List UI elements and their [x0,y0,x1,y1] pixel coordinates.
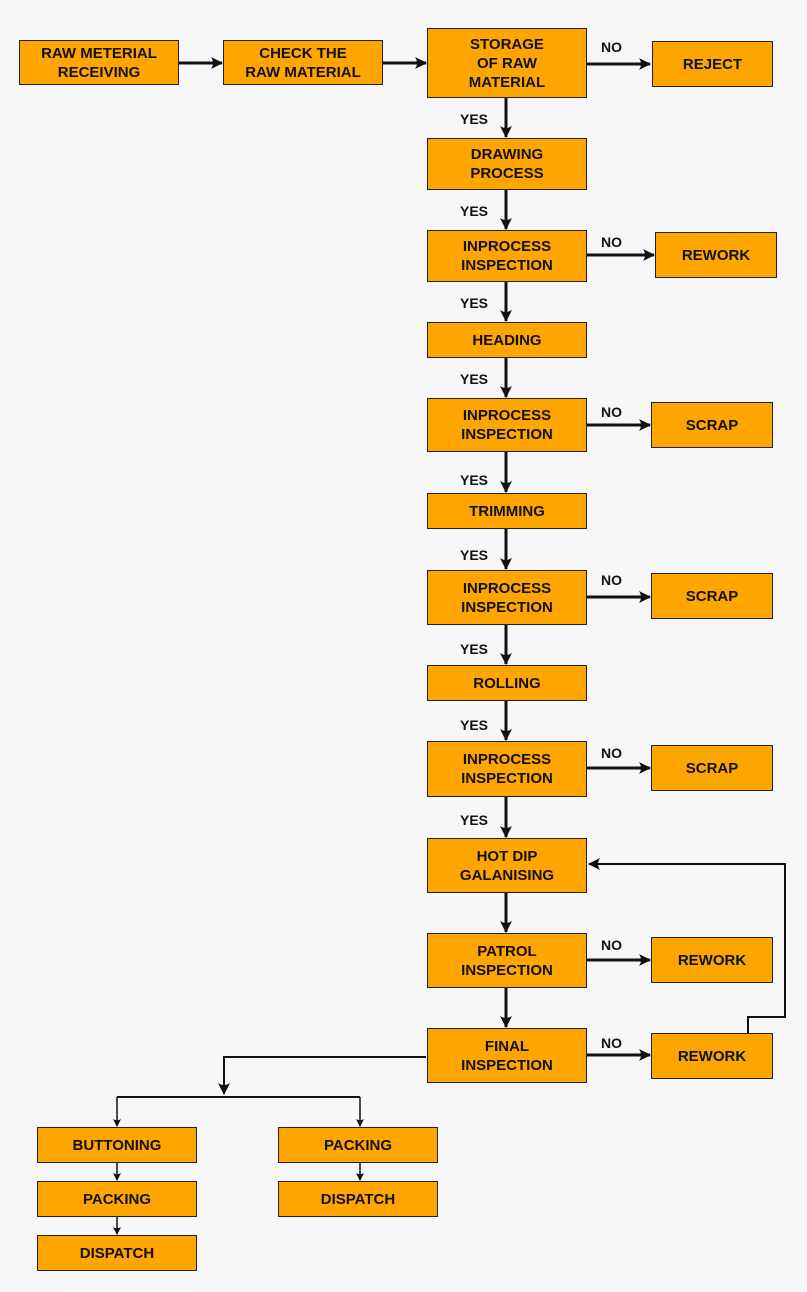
step-raw-material-receiving: RAW METERIAL RECEIVING [19,40,179,85]
no-label-inspection-4: NO [601,745,622,761]
step-packing-right: PACKING [278,1127,438,1163]
yes-label-drawing: YES [460,203,489,219]
yes-label-storage: YES [460,111,489,127]
yes-label-inspection-2: YES [460,472,489,488]
step-inprocess-inspection-3: INPROCESS INSPECTION [427,570,587,625]
step-inprocess-inspection-2: INPROCESS INSPECTION [427,398,587,452]
step-rework-1: REWORK [655,232,777,278]
step-dispatch-right: DISPATCH [278,1181,438,1217]
step-scrap-2: SCRAP [651,573,773,619]
step-rolling: ROLLING [427,665,587,701]
step-patrol-inspection: PATROL INSPECTION [427,933,587,988]
step-packing-left: PACKING [37,1181,197,1217]
step-dispatch-left: DISPATCH [37,1235,197,1271]
no-label-inspection-1: NO [601,234,622,250]
step-final-inspection: FINAL INSPECTION [427,1028,587,1083]
arrow-rework3-loop-to-hotdip [588,858,786,1033]
yes-label-inspection-1: YES [460,295,489,311]
no-label-inspection-2: NO [601,404,622,420]
step-heading: HEADING [427,322,587,358]
no-label-storage: NO [601,39,622,55]
step-scrap-1: SCRAP [651,402,773,448]
no-label-final: NO [601,1035,622,1051]
yes-label-heading: YES [460,371,489,387]
no-label-patrol: NO [601,937,622,953]
step-buttoning: BUTTONING [37,1127,197,1163]
step-check-raw-material: CHECK THE RAW MATERIAL [223,40,383,85]
step-scrap-3: SCRAP [651,745,773,791]
arrow-final-to-split [218,1056,426,1095]
yes-label-rolling: YES [460,717,489,733]
no-label-inspection-3: NO [601,572,622,588]
step-rework-2: REWORK [651,937,773,983]
step-inprocess-inspection-1: INPROCESS INSPECTION [427,230,587,282]
step-hot-dip-galvanising: HOT DIP GALANISING [427,838,587,893]
step-drawing-process: DRAWING PROCESS [427,138,587,190]
yes-label-inspection-3: YES [460,641,489,657]
step-trimming: TRIMMING [427,493,587,529]
step-storage-raw-material: STORAGE OF RAW MATERIAL [427,28,587,98]
step-inprocess-inspection-4: INPROCESS INSPECTION [427,741,587,797]
yes-label-trimming: YES [460,547,489,563]
step-rework-3: REWORK [651,1033,773,1079]
yes-label-inspection-4: YES [460,812,489,828]
step-reject: REJECT [652,41,773,87]
